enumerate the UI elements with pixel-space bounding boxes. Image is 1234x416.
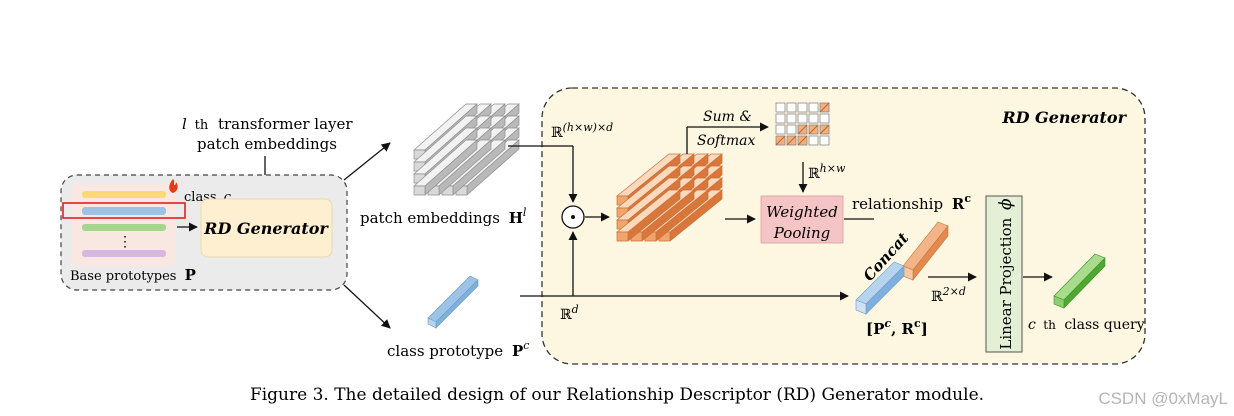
layer-label-line2: patch embeddings	[197, 135, 337, 153]
layer-label-line1: l th transformer layer	[182, 115, 353, 133]
prototype-bar-purple	[82, 250, 166, 257]
class-prototype-bar	[427, 275, 479, 329]
prototype-bar-yellow	[82, 191, 166, 198]
sum-softmax-line1: Sum &	[703, 109, 752, 125]
relationship-label: relationship Rc	[852, 192, 971, 213]
fire-icon	[169, 179, 178, 193]
selected-class-highlight	[62, 202, 186, 219]
linear-projection-box	[985, 195, 1023, 353]
figure-caption: Figure 3. The detailed design of our Rel…	[250, 385, 984, 405]
weighted-pooling-box	[760, 195, 844, 244]
arrow-to-patch-embeddings	[343, 142, 391, 181]
prototype-bar-green	[82, 224, 166, 231]
concat-prototype-bar	[855, 261, 905, 315]
prototype-dots: ⋮	[118, 234, 132, 250]
relationship-bar	[902, 221, 949, 281]
patch-embeddings-cube	[413, 103, 520, 196]
concat-result-label: [Pc, Rc]	[866, 317, 928, 338]
patch-embeddings-label: patch embeddings Hl	[360, 206, 527, 227]
weighted-pooling-line1: Weighted	[766, 203, 838, 221]
sum-softmax-line2: Softmax	[697, 133, 755, 149]
rd-generator-box	[200, 198, 333, 258]
linear-projection-label: Linear Projection ϕ	[996, 198, 1016, 350]
base-prototypes-label: Base prototypes P	[70, 266, 196, 284]
weighted-pooling-line2: Pooling	[773, 224, 830, 242]
class-query-bar	[1053, 253, 1106, 309]
arrow-to-class-prototype	[343, 284, 391, 329]
prototype-bar-blue	[82, 207, 166, 215]
watermark: CSDN @0xMayL	[1098, 389, 1228, 408]
rd-panel-title: RD Generator	[1001, 108, 1127, 127]
class-prototype-label: class prototype Pc	[387, 339, 529, 360]
attention-map-grid	[775, 102, 830, 146]
dim-hw-label: ℝh×w	[808, 162, 846, 182]
elementwise-product-dot	[571, 215, 575, 219]
rd-generator-box-label: RD Generator	[203, 219, 329, 238]
weighted-embeddings-cube	[616, 153, 723, 242]
class-query-label: c th class query	[1028, 317, 1145, 333]
